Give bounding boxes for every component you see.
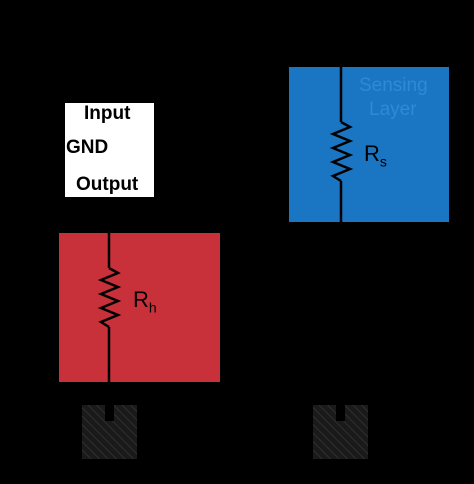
pin-gnd-label: GND <box>66 137 109 158</box>
heater-block <box>59 233 220 382</box>
left-hatched-pad-icon <box>82 405 137 459</box>
sensor-faded-line-2: Layer <box>369 99 417 120</box>
pin-label-box: Input GND Output <box>65 103 154 197</box>
sensor-block: Sensing Layer <box>289 67 449 222</box>
heater-resistor-label: Rh <box>133 287 157 316</box>
pin-input-label: Input <box>84 103 131 124</box>
sensor-resistor-icon <box>329 67 354 222</box>
right-hatched-pad-icon <box>313 405 368 459</box>
sensor-faded-line-1: Sensing <box>359 75 428 96</box>
heater-resistor-icon <box>97 233 122 382</box>
pin-output-label: Output <box>76 174 139 195</box>
sensor-resistor-label: Rs <box>364 141 387 170</box>
